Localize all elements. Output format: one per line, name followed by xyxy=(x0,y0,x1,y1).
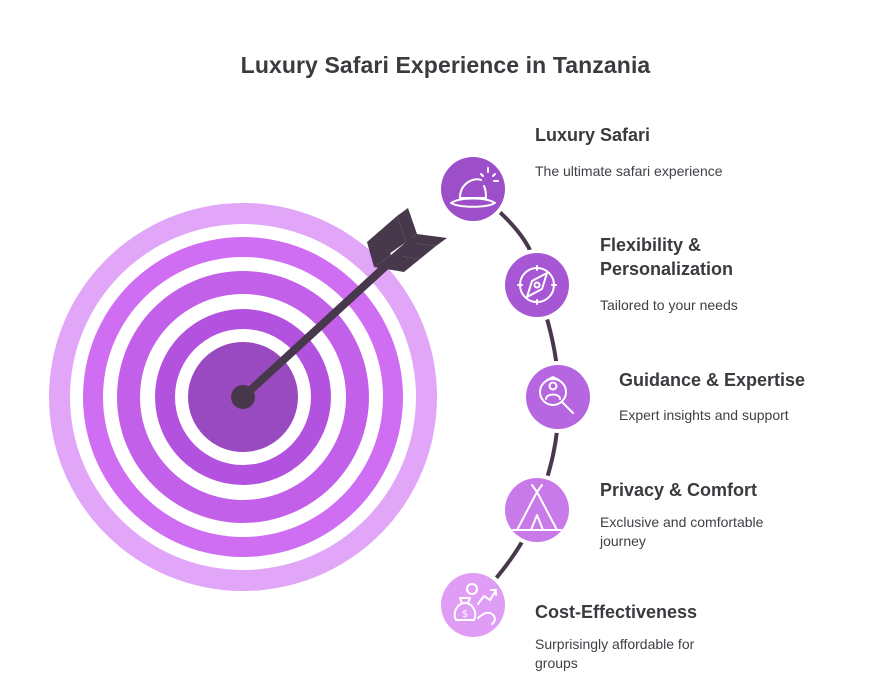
node-privacy xyxy=(501,474,573,546)
item-desc-luxury-safari: The ultimate safari experience xyxy=(535,163,723,179)
item-title-privacy: Privacy & Comfort xyxy=(600,480,758,500)
item-desc-privacy: Exclusive and comfortable journey xyxy=(600,514,764,549)
tent-icon xyxy=(512,484,562,531)
node-guidance xyxy=(522,361,594,433)
item-title-luxury-safari: Luxury Safari xyxy=(535,125,651,145)
item-desc-guidance: Expert insights and support xyxy=(619,407,789,423)
item-title-cost: Cost-Effectiveness xyxy=(535,602,698,622)
node-luxury-safari xyxy=(437,153,509,225)
bucket-hat-icon xyxy=(450,167,499,208)
arrow xyxy=(231,208,447,409)
svg-text:$: $ xyxy=(462,609,468,620)
node-flexibility xyxy=(501,249,573,321)
arrow-fletch-3 xyxy=(374,255,420,272)
diagram-title: Luxury Safari Experience in Tanzania xyxy=(240,52,651,78)
item-title-guidance: Guidance & Expertise xyxy=(619,370,806,390)
arrow-tip xyxy=(231,385,255,409)
arrow-fletch-5 xyxy=(397,208,417,242)
arrow-fletch-6 xyxy=(406,234,447,246)
arrow-fletch-4 xyxy=(391,242,436,259)
compass-icon xyxy=(517,265,557,305)
arrow-fletch-2 xyxy=(382,216,406,254)
search-expert-icon xyxy=(539,376,574,414)
item-title-flexibility: Flexibility & Personalization xyxy=(600,235,734,279)
item-desc-flexibility: Tailored to your needs xyxy=(600,297,738,313)
item-desc-cost: Surprisingly affordable for groups xyxy=(535,636,695,671)
money-growth-icon: $ xyxy=(453,583,497,625)
node-cost: $ xyxy=(437,569,509,641)
